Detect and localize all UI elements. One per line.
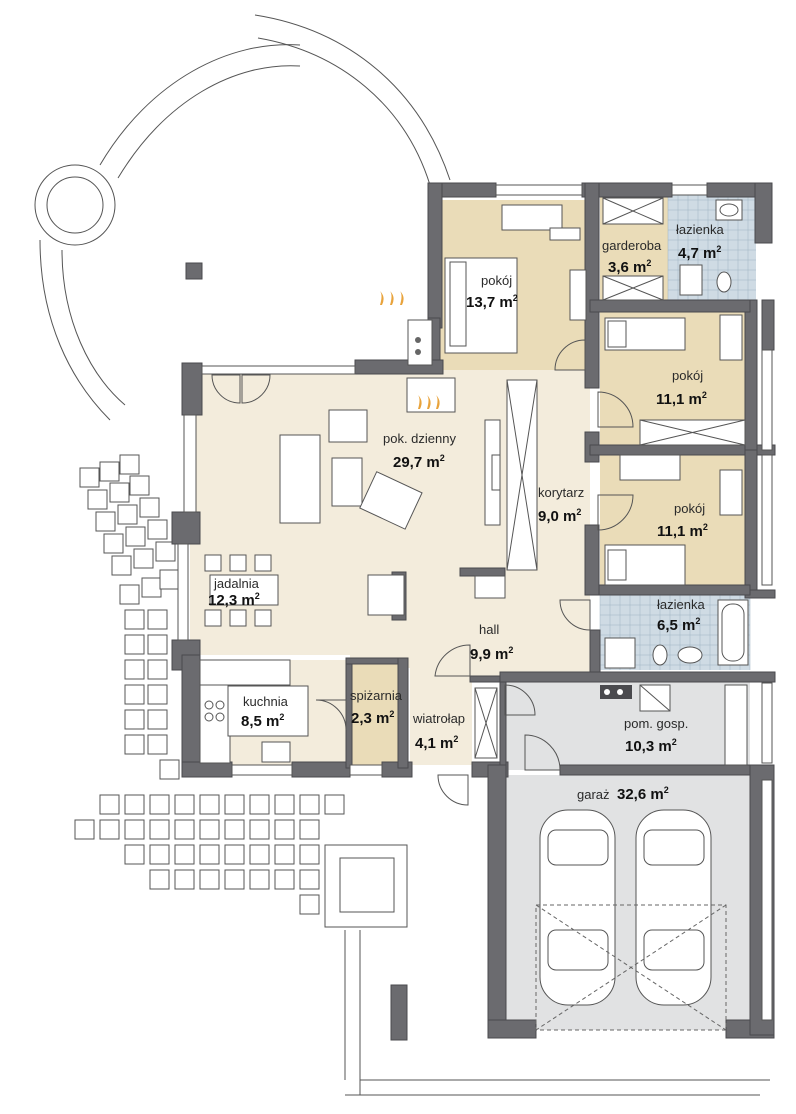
- room-name: kuchnia: [243, 694, 289, 709]
- room-area: 11,1 m2: [656, 390, 707, 408]
- room-area: 3,6 m2: [608, 258, 651, 276]
- doors: [211, 339, 634, 806]
- label-pom-gosp: pom. gosp. 10,3 m2: [624, 716, 688, 755]
- room-name: łazienka: [657, 597, 705, 612]
- label-pokoj-1: pokój 13,7 m2: [466, 273, 518, 311]
- toilet-icon: [716, 271, 732, 293]
- room-area: 6,5 m2: [657, 616, 700, 634]
- label-wiatrolap: wiatrołap 4,1 m2: [412, 711, 465, 752]
- room-name: korytarz: [538, 485, 584, 500]
- room-area: 13,7 m2: [466, 293, 518, 311]
- room-name: pokój: [674, 501, 705, 516]
- garden-tiles: [74, 454, 345, 915]
- label-jadalnia: jadalnia 12,3 m2: [208, 576, 260, 609]
- room-area: 4,1 m2: [415, 734, 458, 752]
- room-name: spiżarnia: [350, 688, 403, 703]
- label-korytarz: korytarz 9,0 m2: [538, 485, 584, 525]
- garden-path: [34, 14, 451, 421]
- label-pokoj-3: pokój 11,1 m2: [657, 501, 708, 540]
- room-name: pokój: [481, 273, 512, 288]
- label-lazienka-1: łazienka 4,7 m2: [676, 222, 724, 262]
- label-garderoba: garderoba 3,6 m2: [602, 238, 662, 276]
- room-area: 29,7 m2: [393, 453, 445, 471]
- fireplace-icon: [406, 377, 456, 413]
- label-hall: hall 9,9 m2: [470, 622, 513, 663]
- room-name: garaż: [577, 787, 610, 802]
- furniture: [185, 197, 749, 766]
- room-name: pok. dzienny: [383, 431, 456, 446]
- room-name: hall: [479, 622, 499, 637]
- car-icon: [535, 809, 727, 1031]
- room-name: pom. gosp.: [624, 716, 688, 731]
- label-spizarnia: spiżarnia 2,3 m2: [350, 688, 403, 727]
- pergola: [324, 844, 770, 1096]
- room-area: 12,3 m2: [208, 591, 260, 609]
- room-labels: pokój 13,7 m2 garderoba 3,6 m2 łazienka …: [208, 222, 724, 803]
- room-area: 8,5 m2: [241, 712, 284, 730]
- label-garaz: garaż 32,6 m2: [577, 785, 669, 803]
- room-area: 11,1 m2: [657, 522, 708, 540]
- label-pokoj-2: pokój 11,1 m2: [656, 368, 707, 408]
- room-name: pokój: [672, 368, 703, 383]
- room-area: 9,0 m2: [538, 507, 581, 525]
- label-pok-dzienny: pok. dzienny 29,7 m2: [383, 431, 456, 471]
- room-name: jadalnia: [213, 576, 260, 591]
- room-area: 32,6 m2: [617, 785, 669, 803]
- room-name: garderoba: [602, 238, 662, 253]
- windows: [177, 184, 773, 1021]
- label-lazienka-2: łazienka 6,5 m2: [657, 597, 705, 634]
- room-area: 2,3 m2: [351, 709, 394, 727]
- room-name: wiatrołap: [412, 711, 465, 726]
- room-area: 10,3 m2: [625, 737, 677, 755]
- stove-icon: [204, 700, 225, 722]
- room-area: 4,7 m2: [678, 244, 721, 262]
- label-kuchnia: kuchnia 8,5 m2: [241, 694, 289, 730]
- room-area: 9,9 m2: [470, 645, 513, 663]
- room-name: łazienka: [676, 222, 724, 237]
